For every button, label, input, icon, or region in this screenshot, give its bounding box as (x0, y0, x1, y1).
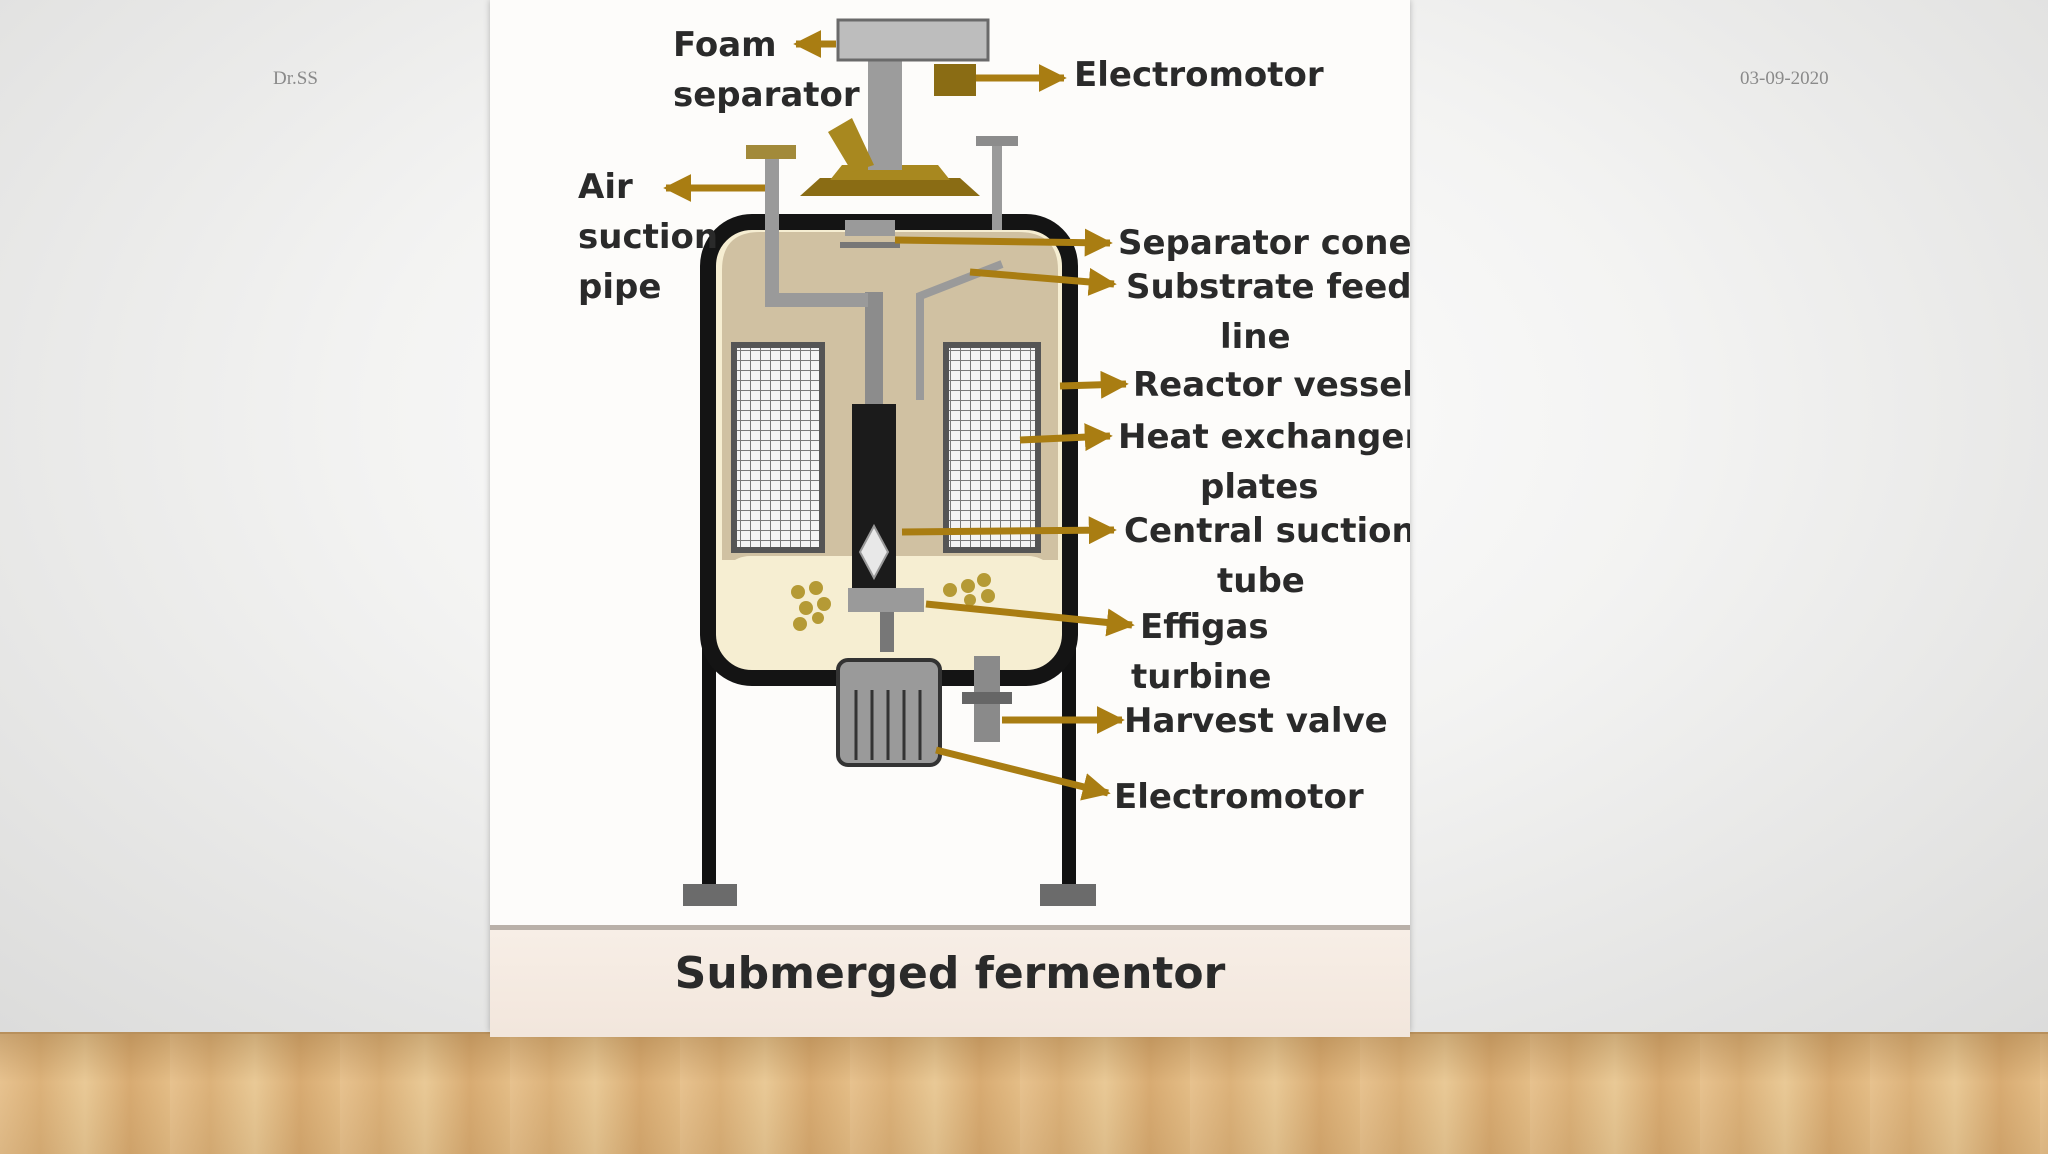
air-pipe-cap (746, 145, 796, 159)
figure-caption: Submerged fermentor (674, 948, 1226, 999)
label-electromotor-bottom: Electromotor (1114, 777, 1364, 817)
heat-exchanger-left (731, 342, 825, 553)
left-leg (702, 600, 716, 892)
separator-cone-plate (840, 242, 900, 248)
label-air-suction-3: pipe (578, 267, 661, 307)
label-air-suction-1: Air (578, 167, 633, 207)
label-separator-cone: Separator cone (1118, 223, 1410, 263)
right-foot (1040, 884, 1096, 906)
wooden-floor (0, 1032, 2048, 1154)
label-heat-exchanger-2: plates (1200, 467, 1319, 507)
label-effigas-1: Effigas (1140, 607, 1269, 647)
label-effigas-2: turbine (1131, 657, 1271, 697)
footer-author: Dr.SS (273, 68, 318, 89)
harvest-valve-handle (962, 692, 1012, 704)
label-air-suction-2: suction (578, 217, 718, 257)
label-central-suction-1: Central suction (1124, 511, 1410, 551)
footer-date: 03-09-2020 (1740, 68, 1829, 89)
right-leg (1062, 600, 1076, 892)
separator-cone (845, 220, 895, 236)
label-arrows (663, 29, 1135, 801)
left-foot (683, 884, 737, 906)
fermentor-figure: Foam separator Electromotor Air suction … (490, 0, 1410, 1037)
label-electromotor-top: Electromotor (1074, 55, 1324, 95)
shaft (865, 292, 883, 404)
top-electromotor-box (836, 18, 990, 62)
top-electromotor-block (934, 64, 976, 96)
label-foam-separator-1: Foam (673, 25, 777, 65)
caption-box (490, 925, 1410, 1037)
heat-exchanger-right (943, 342, 1041, 553)
gas-bubbles (791, 573, 995, 631)
label-heat-exchanger-1: Heat exchanger (1118, 417, 1410, 457)
label-harvest-valve: Harvest valve (1124, 701, 1388, 741)
fermentor-diagram: Foam separator Electromotor Air suction … (578, 18, 1410, 906)
label-substrate-feed-2: line (1220, 317, 1291, 357)
air-suction-pipe (765, 155, 868, 307)
effigas-turbine (848, 588, 924, 612)
top-base (800, 178, 980, 196)
foam-angle-pipe (828, 118, 874, 172)
right-top-cap (976, 136, 1018, 146)
label-central-suction-2: tube (1217, 561, 1305, 601)
tube-diamond (858, 523, 890, 581)
turbine-shaft (880, 612, 894, 652)
label-reactor-vessel: Reactor vessel (1133, 365, 1410, 405)
label-substrate-feed-1: Substrate feed (1126, 267, 1410, 307)
right-top-pipe (992, 140, 1002, 230)
label-foam-separator-2: separator (673, 75, 860, 115)
foam-separator-column (868, 55, 902, 170)
motor-fins (854, 690, 922, 760)
